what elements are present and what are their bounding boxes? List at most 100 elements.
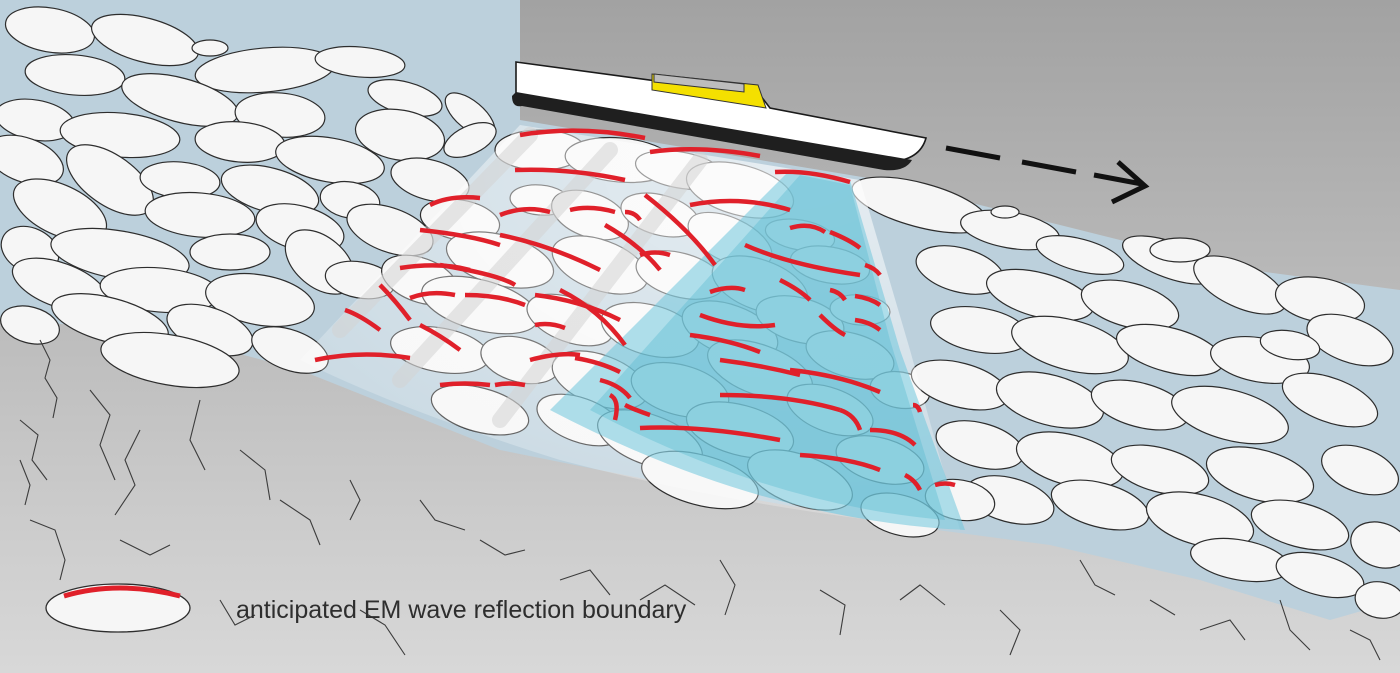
reflection-boundary (608, 392, 619, 421)
bedrock-crack (559, 569, 611, 596)
reflection-boundary (649, 147, 761, 159)
bedrock-crack (999, 609, 1021, 656)
boulder (443, 122, 497, 158)
reflection-boundary (709, 285, 746, 295)
boulder (354, 108, 446, 162)
boulder (189, 233, 271, 271)
bedrock-crack (89, 389, 116, 481)
reflection-boundary (419, 227, 501, 248)
boulder (990, 205, 1020, 219)
reflection-boundary (534, 321, 566, 331)
boulder (1321, 444, 1399, 496)
bedrock-crack (479, 539, 526, 556)
reflection-boundary (869, 427, 917, 447)
bedrock-crack (819, 589, 846, 636)
bedrock-crack (349, 479, 361, 521)
legend-label: anticipated EM wave reflection boundary (236, 596, 687, 624)
boulder (1354, 581, 1400, 619)
boulder (275, 135, 385, 185)
reflection-boundary (418, 322, 462, 352)
boulder (191, 39, 229, 57)
boulder (1149, 237, 1211, 263)
active-beam-inner (590, 175, 945, 520)
bedrock-crack (279, 499, 321, 546)
bedrock-crack (719, 559, 736, 616)
reflection-boundary (744, 242, 861, 278)
reflection-boundary (799, 452, 881, 473)
boulder (4, 6, 96, 54)
reflection-boundary (558, 287, 627, 347)
boulder (314, 45, 406, 79)
reflection-boundary (499, 206, 551, 218)
reflection-boundary (818, 313, 847, 338)
gpr-antenna-icon (512, 61, 927, 171)
bedrock-crack (419, 499, 466, 531)
reflection-boundary (912, 402, 923, 413)
reflection-boundary (639, 425, 781, 443)
bedrock-crack (1199, 619, 1246, 641)
boulder (1306, 313, 1394, 367)
reflection-boundary (314, 352, 411, 363)
reflection-boundary (439, 262, 517, 287)
reflection-boundary (439, 381, 491, 388)
reflection-boundary (789, 367, 881, 395)
reflection-boundary (623, 402, 651, 418)
reflection-boundary (829, 229, 862, 250)
reflection-boundary (464, 292, 526, 308)
boulder (1205, 446, 1315, 504)
boulder (1011, 315, 1129, 375)
reflection-boundary (569, 205, 616, 215)
reflection-boundary (934, 481, 956, 488)
boulder (1145, 491, 1255, 549)
boulder (1110, 444, 1210, 496)
reflection-boundary (864, 262, 882, 277)
reflection-boundary (689, 198, 791, 213)
reflection-boundary (774, 169, 851, 185)
reflection-boundary-icon (45, 583, 191, 633)
bedrock-crack (1149, 599, 1176, 616)
reflection-boundary (378, 283, 412, 322)
reflection-boundary (529, 351, 581, 363)
reflection-boundary (854, 293, 882, 307)
reflection-boundary (699, 312, 776, 329)
boulder (995, 371, 1105, 429)
reflection-boundary (428, 195, 481, 208)
reflection-boundary (624, 209, 642, 222)
boulder (1350, 521, 1400, 569)
bedrock-crack (1279, 599, 1311, 651)
bedrock-crack (19, 419, 48, 481)
reflection-boundary (829, 287, 847, 302)
bedrock-crack (39, 339, 58, 419)
bedrock-crack (219, 599, 256, 626)
bedrock-cracks (19, 339, 1381, 661)
bedrock-crack (29, 519, 66, 581)
reflection-boundary (514, 167, 626, 183)
reflection-boundary (534, 292, 622, 323)
reflection-boundary (789, 223, 827, 234)
reflection-boundary (409, 290, 456, 301)
reflection-boundary (778, 277, 812, 302)
boulder (1035, 235, 1125, 275)
boulder (1250, 499, 1350, 551)
reflection-boundary (499, 232, 602, 273)
boulder (205, 272, 315, 328)
reflection-boundary (719, 357, 801, 378)
reflection-boundary (719, 392, 841, 413)
direction-arrow-icon (945, 145, 1150, 205)
bedrock-crack (1349, 629, 1381, 661)
bedrock-crack (239, 449, 271, 501)
reflection-boundary (639, 250, 671, 258)
bedrock-crack (359, 609, 406, 656)
bedrock-crack (19, 459, 31, 506)
reflection-boundary (344, 307, 382, 332)
boulder (1259, 329, 1321, 361)
reflection-boundary (689, 332, 761, 355)
reflection-boundary (519, 128, 646, 141)
bedrock-crack (114, 429, 141, 516)
boulder (0, 134, 64, 186)
bedrock-crack (899, 584, 946, 606)
boulder (1171, 385, 1289, 445)
boulder (1281, 372, 1379, 428)
reflection-boundary (603, 223, 662, 272)
